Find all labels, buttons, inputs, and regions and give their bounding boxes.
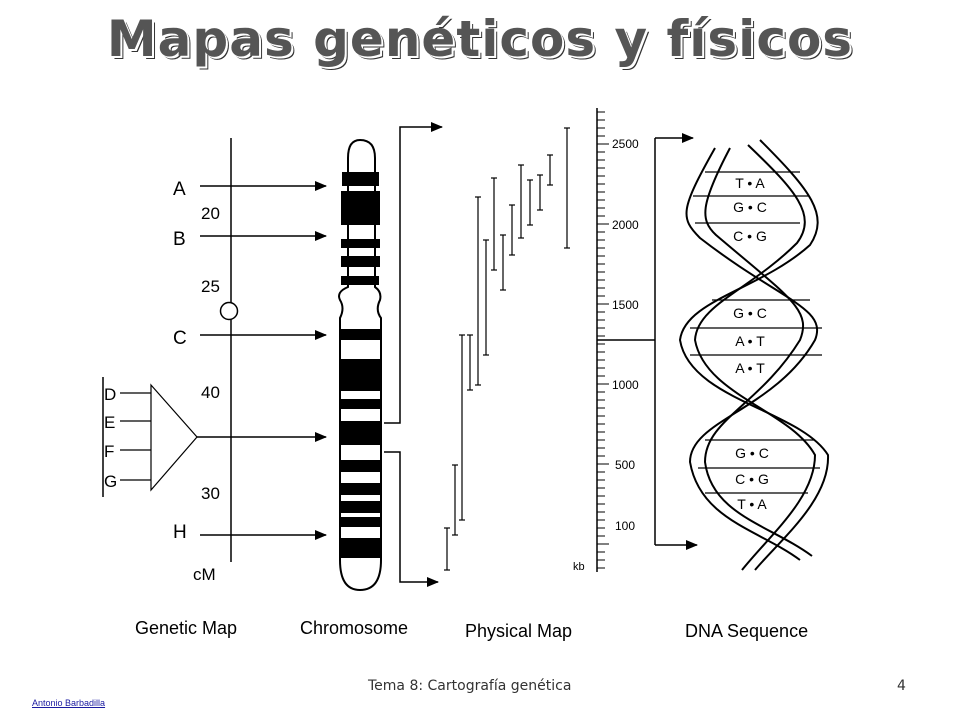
footer-topic: Tema 8: Cartografía genética [368, 678, 572, 694]
chromosome-band [341, 421, 381, 445]
page-number: 4 [897, 678, 906, 694]
panel-label-dna-sequence: DNA Sequence [685, 621, 808, 641]
chromosome-band [341, 191, 380, 225]
kb-tick-label: 100 [615, 519, 635, 533]
chromosome-band [341, 517, 381, 527]
base-pair-label: A • T [735, 360, 765, 376]
kb-tick-label: 1500 [612, 298, 639, 312]
locus-label-f: F [104, 442, 114, 461]
distance-label: 25 [201, 277, 220, 296]
panel-label-chromosome: Chromosome [300, 618, 408, 638]
dna-strand-1-inner [703, 147, 813, 557]
dna-bracket [597, 133, 698, 550]
base-pair-label: T • A [737, 496, 767, 512]
locus-label-c: C [173, 328, 187, 349]
chromosome-band [342, 172, 379, 186]
bracket-upper-arrow [384, 122, 443, 424]
genetic-unit-label: cM [193, 565, 216, 584]
distance-label: 40 [201, 383, 220, 402]
chromosome-band [341, 239, 380, 248]
chromosome-band [341, 483, 381, 495]
chromosome-band [341, 538, 381, 558]
base-pair-label: G • C [733, 199, 767, 215]
locus-label-d: D [104, 385, 116, 404]
base-pair-label: C • G [735, 471, 769, 487]
chromosome-band [341, 501, 381, 513]
locus-label-h: H [173, 522, 187, 543]
base-pair-label: C • G [733, 228, 767, 244]
base-pair-label: A • T [735, 333, 765, 349]
bracket-lower-arrow [384, 451, 439, 587]
kb-tick-label: 2500 [612, 137, 639, 151]
kb-tick-label: 1000 [612, 378, 639, 392]
chromosome-band [341, 399, 381, 409]
genetic-map: A B C D E F G H 20 25 40 30 cM [102, 138, 327, 584]
physical-map-contig-caps [444, 127, 570, 571]
chromosome-band [341, 460, 381, 472]
kb-tick-label: 2000 [612, 218, 639, 232]
locus-label-b: B [173, 229, 186, 250]
chromosome [338, 138, 382, 592]
region-bracket [384, 122, 443, 587]
chromosome-band [341, 329, 381, 340]
dna-strand-1-outer [685, 147, 818, 561]
chromosome-band [341, 256, 380, 267]
panel-label-physical-map: Physical Map [465, 621, 572, 641]
base-pair-label: G • C [735, 445, 769, 461]
physical-map-contigs [446, 128, 568, 570]
locus-label-a: A [173, 179, 186, 200]
dna-helix: T • A G • C C • G G • C A • T A • T G • … [678, 139, 830, 571]
distance-label: 20 [201, 204, 220, 223]
distance-label: 30 [201, 484, 220, 503]
dna-strand-2-outer [678, 139, 830, 571]
locus-label-e: E [104, 413, 115, 432]
panel-label-genetic-map: Genetic Map [135, 618, 237, 638]
slide-title: Mapas genéticos y físicos [106, 10, 854, 68]
chromosome-band [341, 276, 379, 285]
chromosome-band [341, 359, 381, 391]
base-pair-label: T • A [735, 175, 765, 191]
locus-label-g: G [104, 472, 117, 491]
centromere-marker [219, 301, 239, 321]
base-pair-label: G • C [733, 305, 767, 321]
cluster-triangle [150, 383, 198, 492]
kb-unit-label: kb [573, 561, 585, 573]
kb-tick-label: 500 [615, 458, 635, 472]
author-link[interactable]: Antonio Barbadilla [32, 698, 106, 708]
